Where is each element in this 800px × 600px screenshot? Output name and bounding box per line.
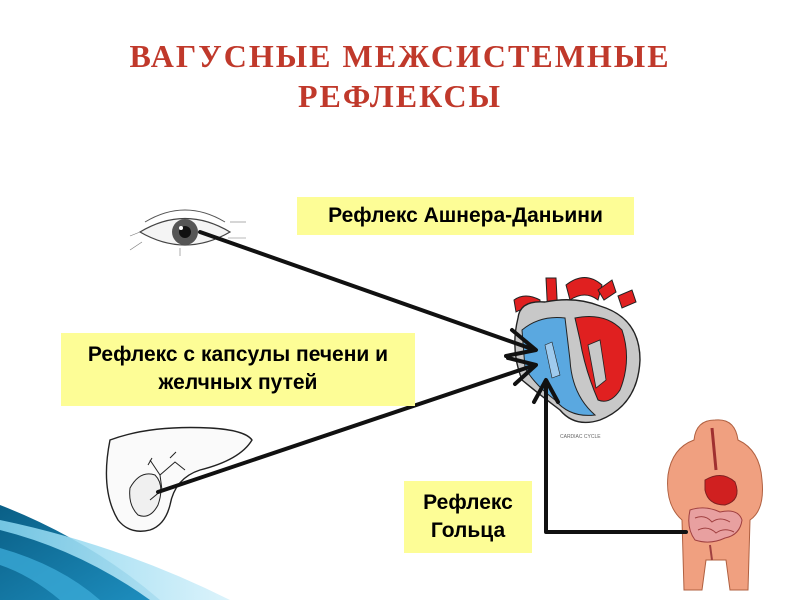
- digestive-system-icon: [667, 419, 763, 591]
- label-golts-reflex: Рефлекс Гольца: [404, 481, 532, 553]
- arrow-eye-head: [504, 328, 538, 358]
- heart-caption: CARDIAC CYCLE: [560, 434, 601, 440]
- arrow-liver-to-heart: [156, 363, 537, 494]
- reflex-arrows: [156, 230, 688, 534]
- eye-icon: [129, 209, 246, 256]
- slide-title: ВАГУСНЫЕ МЕЖСИСТЕМНЫЕ РЕФЛЕКСЫ: [129, 38, 671, 114]
- arrow-abdomen-head: [532, 378, 560, 404]
- label-ashner-reflex: Рефлекс Ашнера-Даньини: [297, 197, 634, 235]
- label-liver-reflex: Рефлекс с капсулы печени и желчных путей: [61, 333, 415, 406]
- arrow-liver-head: [506, 356, 538, 386]
- liver-icon: [105, 426, 253, 532]
- decorative-wave: [0, 505, 230, 600]
- heart-icon: CARDIAC CYCLE: [513, 277, 641, 440]
- arrow-eye-to-heart: [198, 230, 537, 352]
- arrow-abdomen-to-heart: [544, 380, 688, 534]
